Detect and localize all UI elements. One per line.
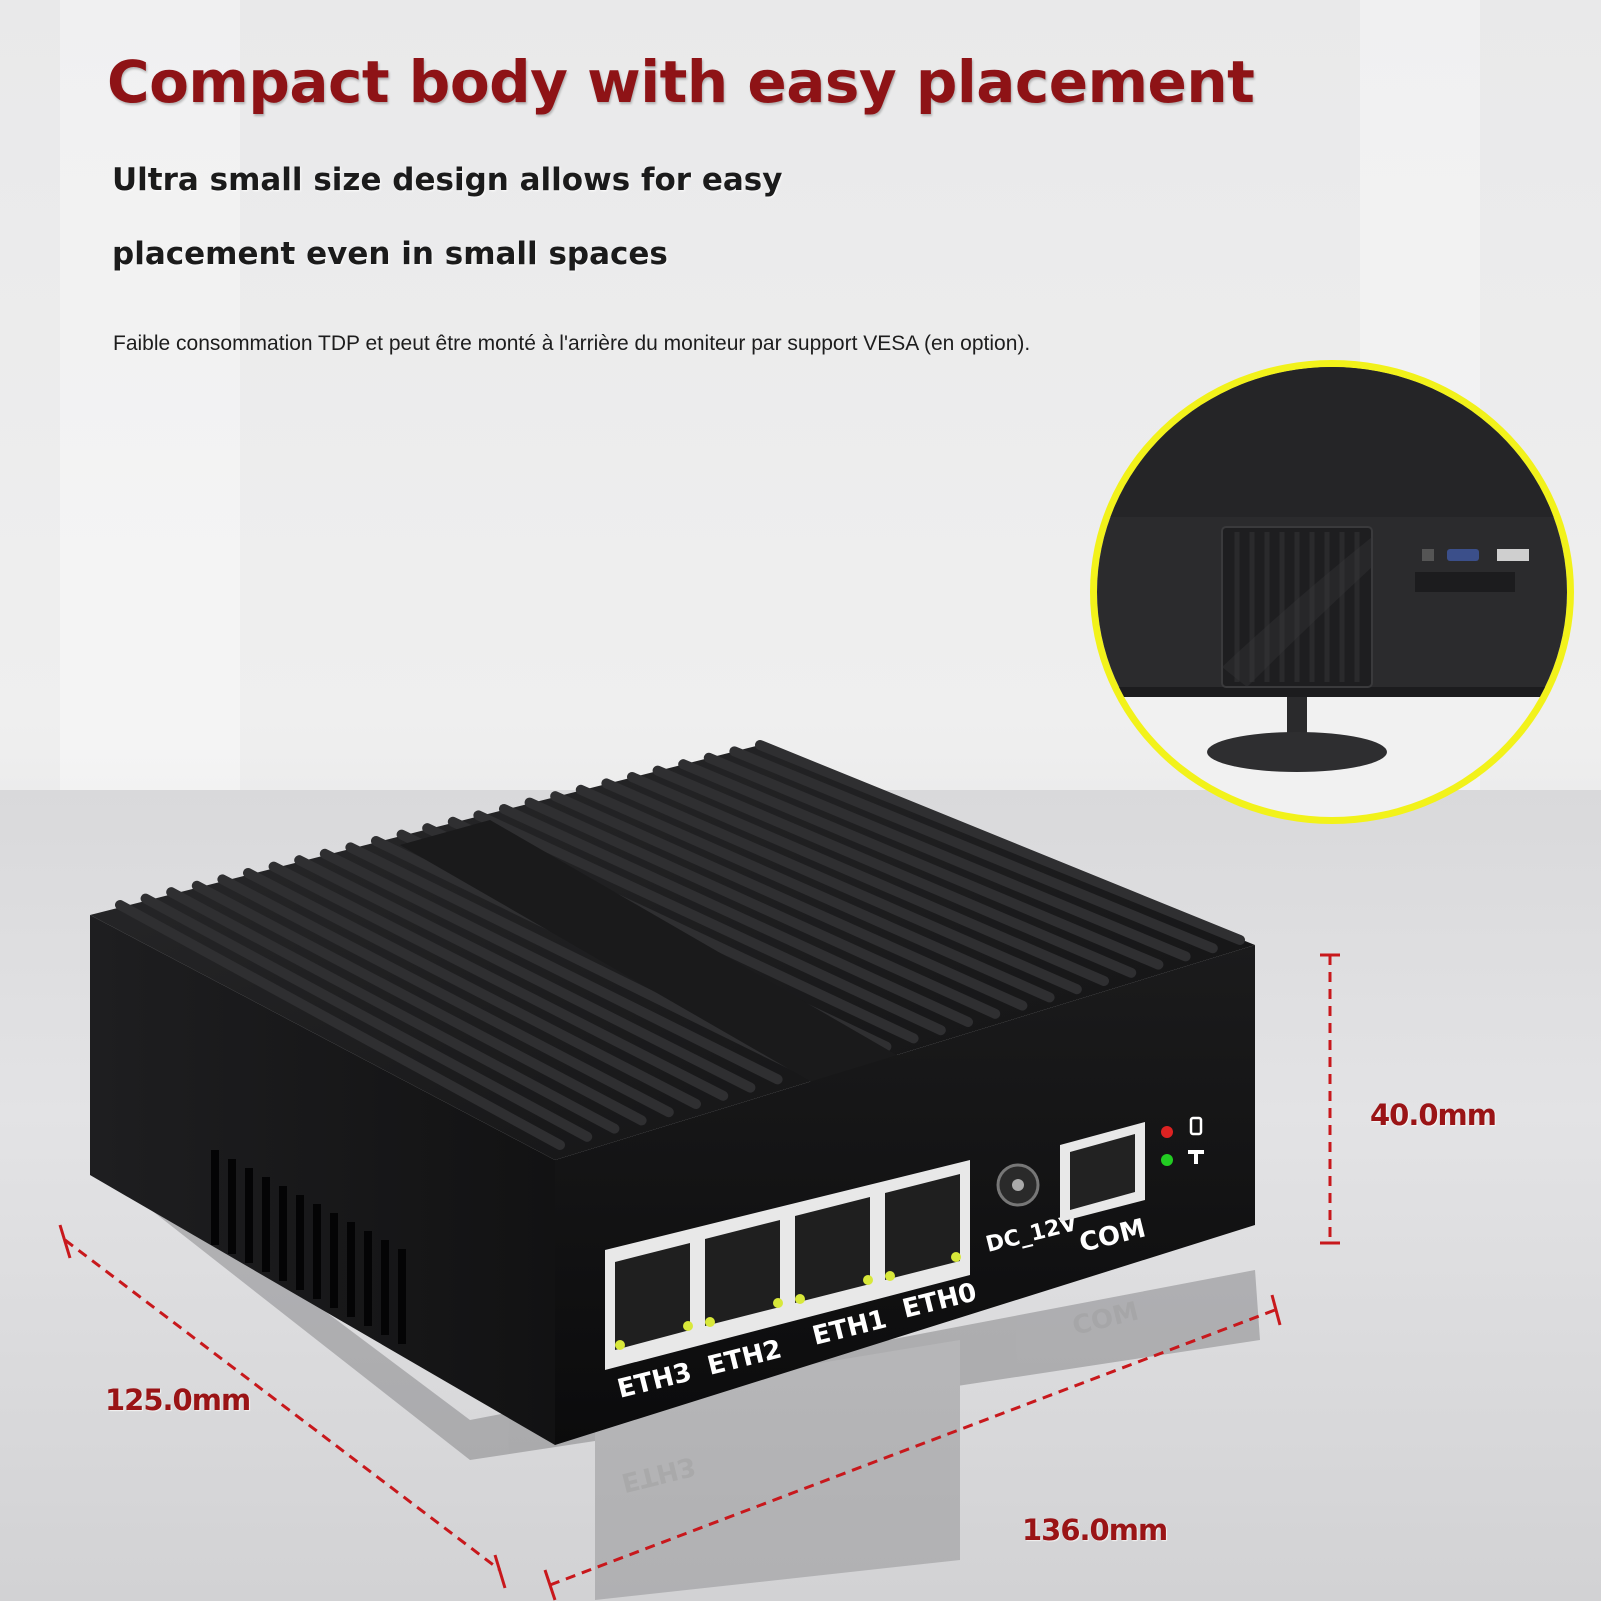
power-led-icon — [1161, 1126, 1173, 1138]
monitor-vent — [1415, 572, 1515, 592]
heatsink-fin — [524, 797, 1001, 1019]
heatsink-fin — [678, 759, 1164, 970]
heatsink-fin — [755, 740, 1245, 945]
heatsink-fin — [473, 810, 946, 1036]
headline-title: Compact body with easy placement — [107, 48, 1255, 116]
heatsink-fin — [729, 746, 1218, 954]
eth2-port — [705, 1220, 780, 1326]
height-dimension-label: 40.0mm — [1370, 1098, 1497, 1132]
heatsink-fin — [115, 900, 565, 1150]
monitor-dvi-port — [1497, 549, 1529, 561]
heatsink-fin — [166, 887, 620, 1134]
device-left-side — [90, 915, 555, 1445]
depth-dimension-line — [64, 1238, 501, 1572]
heatsink-fin — [319, 848, 783, 1085]
heatsink-fin — [140, 893, 593, 1142]
heatsink-fin — [601, 778, 1082, 995]
eth0-port — [885, 1174, 960, 1280]
monitor-dc-port — [1422, 549, 1434, 561]
monitor-stand-base — [1207, 732, 1387, 772]
headline-subtitle-line-2: placement even in small spaces — [112, 236, 668, 272]
width-dimension-line — [549, 1308, 1276, 1587]
width-dimension-label: 136.0mm — [1022, 1513, 1168, 1547]
device-reflection — [100, 1150, 1260, 1600]
vesa-note: Faible consommation TDP et peut être mon… — [113, 332, 1031, 355]
heatsink-fin — [268, 861, 729, 1101]
power-button-icon — [1189, 1116, 1203, 1136]
ethernet-port-block — [605, 1160, 970, 1370]
heatsink-fin — [217, 874, 674, 1118]
hdd-led-icon — [1161, 1154, 1173, 1166]
heatsink-fin — [243, 868, 701, 1109]
heatsink-fin — [627, 772, 1109, 986]
heatsink-fin — [703, 752, 1191, 962]
wall-panel-left — [60, 0, 240, 881]
side-vents — [211, 1150, 406, 1344]
eth3-port — [615, 1243, 690, 1350]
monitor-vga-port — [1447, 549, 1479, 561]
heatsink-fin — [575, 784, 1055, 1003]
heatsink-fin — [191, 880, 647, 1126]
depth-dimension-label: 125.0mm — [105, 1383, 251, 1417]
heatsink-fin — [550, 791, 1028, 1011]
reset-button-icon — [1188, 1150, 1204, 1164]
heatsink-channel — [400, 820, 940, 1110]
heatsink-fin — [499, 804, 973, 1027]
vesa-mount-inset — [1090, 360, 1574, 824]
eth1-port — [795, 1197, 870, 1303]
heatsink-fin — [652, 765, 1137, 978]
dimension-lines — [58, 953, 1340, 1601]
heatsink-fin — [294, 855, 756, 1093]
headline-subtitle-line-1: Ultra small size design allows for easy — [112, 162, 783, 198]
